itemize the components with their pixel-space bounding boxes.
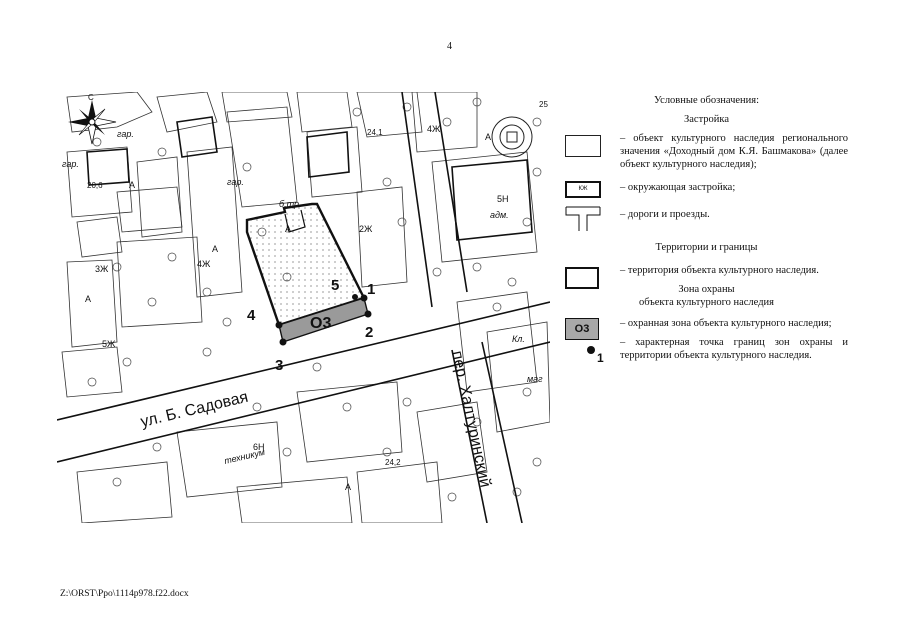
legend-item-point: 1 – характерная точка границ зон охраны … bbox=[565, 336, 848, 365]
label-5zh: 5Ж bbox=[102, 339, 116, 349]
label-4zh-2: 4Ж bbox=[427, 124, 441, 134]
label-adm: адм. bbox=[490, 210, 509, 220]
roundabout-monument bbox=[491, 116, 533, 158]
label-gar-2: гар. bbox=[62, 159, 79, 169]
label-3zh: 3Ж bbox=[95, 264, 109, 274]
legend-item-heritage-object: – объект культурного наследия региональн… bbox=[565, 132, 848, 171]
point-text: – характерная точка границ зон охраны и … bbox=[620, 337, 848, 361]
legend-title: Условные обозначения: bbox=[653, 95, 759, 106]
surrounding-swatch: КЖ bbox=[565, 181, 601, 198]
label-gar-1: гар. bbox=[117, 129, 134, 139]
zone-text: – охранная зона объекта культурного насл… bbox=[620, 318, 832, 329]
label-a-3: А bbox=[212, 244, 218, 254]
compass-rose: С bbox=[68, 93, 117, 145]
label-gar-3: гар. bbox=[227, 177, 244, 187]
boundary-points bbox=[275, 294, 372, 346]
zone-swatch: О3 bbox=[565, 318, 599, 340]
point-1-label: 1 bbox=[367, 281, 375, 298]
legend-item-territory: – территория объекта культурного наследи… bbox=[565, 264, 848, 289]
point-2-label: 2 bbox=[365, 324, 373, 341]
legend-section-zone-line2: объекта культурного наследия bbox=[639, 297, 774, 308]
elevation-24-1: 24,1 bbox=[367, 128, 383, 137]
footer-file-path: Z:\ORST\Ppo\1114p978.f22.docx bbox=[60, 589, 189, 599]
label-5n: 5Н bbox=[497, 194, 509, 204]
point-5-label: 5 bbox=[331, 277, 339, 294]
page-number: 4 bbox=[447, 41, 452, 52]
label-mag: маг bbox=[527, 374, 543, 384]
label-6n: 6Н bbox=[253, 442, 265, 452]
elevation-25: 25 bbox=[539, 100, 548, 109]
label-a-1: А bbox=[129, 180, 135, 190]
surrounding-buildings bbox=[61, 92, 550, 523]
legend-section-buildings: Застройка bbox=[683, 114, 730, 125]
label-a-5: А bbox=[345, 482, 351, 492]
elevation-24-2: 24,2 bbox=[385, 458, 401, 467]
label-2zh: 2Ж bbox=[359, 224, 373, 234]
legend-item-surrounding: КЖ – окружающая застройка; bbox=[565, 181, 848, 198]
territory-text: – территория объекта культурного наследи… bbox=[620, 265, 819, 276]
zone-o3-label: О3 bbox=[310, 315, 331, 332]
compass-north-label: С bbox=[88, 93, 94, 102]
site-map: О3 1 2 3 4 5 ул. Б. Садовая пер. Халтури… bbox=[57, 92, 550, 523]
label-btr: б.тр. bbox=[279, 199, 301, 209]
street-khalturinsky bbox=[401, 92, 523, 523]
label-4zh-1: 4Ж bbox=[197, 259, 211, 269]
legend-item-zone: О3 – охранная зона объекта культурного н… bbox=[565, 317, 848, 340]
territory-swatch bbox=[565, 267, 599, 289]
point-swatch-label: 1 bbox=[597, 351, 604, 365]
heritage-object-text: – объект культурного наследия региональн… bbox=[620, 133, 848, 170]
elevation-20-6: 20,6 bbox=[87, 181, 103, 190]
roads-icon bbox=[565, 206, 601, 231]
roads-text: – дороги и проезды. bbox=[620, 209, 710, 220]
point-swatch bbox=[587, 346, 595, 354]
label-a-2: А bbox=[85, 294, 91, 304]
surrounding-text: – окружающая застройка; bbox=[620, 182, 736, 193]
legend-section-territories: Территории и границы bbox=[655, 242, 758, 253]
street-sadovaya-label: ул. Б. Садовая bbox=[139, 389, 250, 431]
street-sadovaya bbox=[57, 301, 550, 463]
street-khalturinsky-label: пер. Халтуринский bbox=[448, 349, 494, 489]
heritage-object-swatch bbox=[565, 135, 601, 157]
legend-item-roads: – дороги и проезды. bbox=[565, 206, 848, 231]
label-a-4: А bbox=[485, 132, 491, 142]
point-4-label: 4 bbox=[247, 307, 256, 324]
point-3-label: 3 bbox=[275, 357, 283, 374]
legend: Условные обозначения: Застройка – объект… bbox=[565, 94, 848, 365]
label-a-6: А bbox=[285, 224, 291, 234]
legend-section-zone-line1: Зона охраны bbox=[678, 284, 735, 295]
label-kl: Кл. bbox=[512, 334, 525, 344]
